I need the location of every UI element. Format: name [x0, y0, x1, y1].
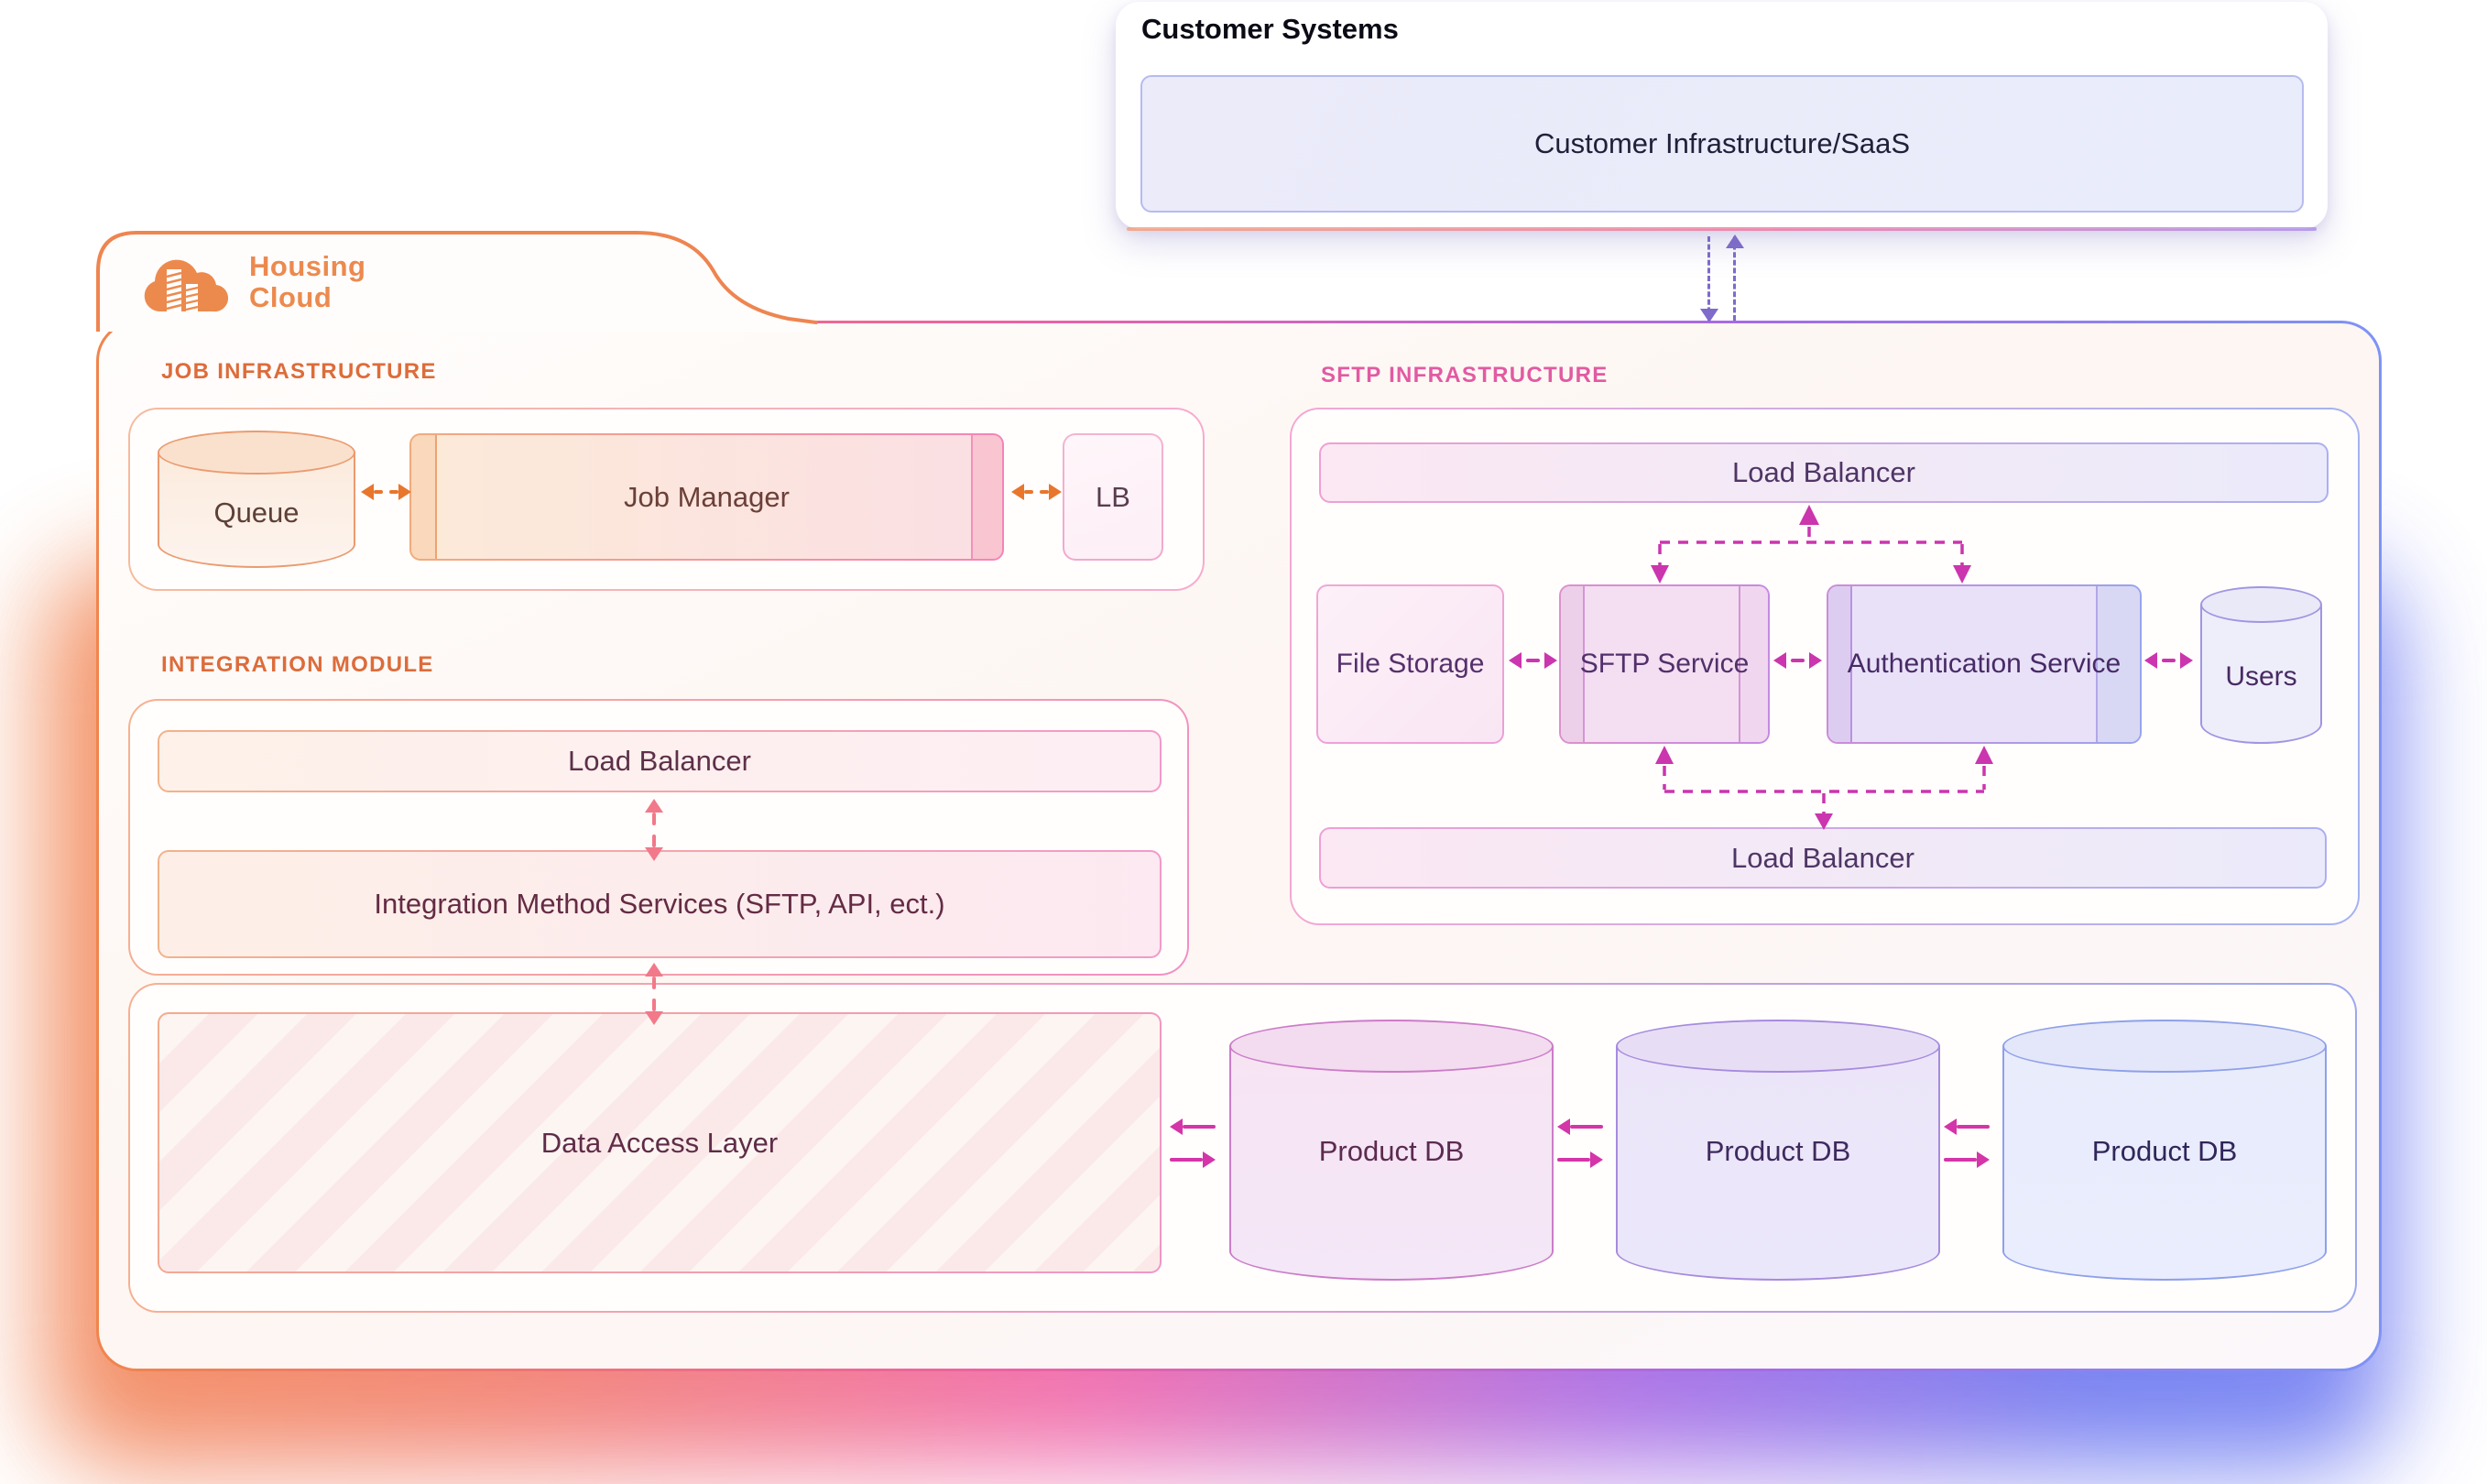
auth-service-left-band: [1828, 586, 1852, 742]
job-manager-box: Job Manager: [409, 433, 1004, 561]
sftp-lb-top-label: Load Balancer: [1732, 456, 1915, 488]
vertical-bidirectional-arrow-icon: [645, 799, 663, 861]
queue-label: Queue: [213, 496, 300, 529]
job-manager-label: Job Manager: [624, 480, 790, 513]
logo-tab: [96, 231, 818, 332]
sftp-service-box: SFTP Service: [1559, 584, 1770, 744]
customer-systems-title: Customer Systems: [1141, 13, 1399, 45]
data-access-layer-label: Data Access Layer: [540, 1126, 779, 1159]
customer-cloud-link: [1697, 235, 1749, 322]
auth-service-label: Authentication Service: [1847, 649, 2122, 680]
logo-line1: Housing: [249, 250, 366, 282]
product-db-label: Product DB: [1318, 1135, 1465, 1167]
left-right-arrow-pair-icon: [1557, 1118, 1603, 1168]
data-access-layer-box: Data Access Layer: [158, 1012, 1162, 1273]
sftp-service-right-band: [1739, 586, 1768, 742]
job-infrastructure-label: JOB INFRASTRUCTURE: [161, 359, 437, 384]
product-db-cylinder: Product DB: [2002, 1020, 2327, 1281]
dashed-arrow-down-icon: [1699, 236, 1719, 322]
integration-module-label: INTEGRATION MODULE: [161, 652, 434, 677]
housing-cloud-logo: Housing Cloud: [139, 249, 366, 315]
vertical-bidirectional-arrow-icon: [645, 963, 663, 1025]
housing-cloud-icon: [144, 259, 229, 312]
users-cylinder: Users: [2200, 586, 2322, 744]
dashed-bidirectional-arrow-icon: [2144, 652, 2193, 669]
authentication-service-box: Authentication Service: [1827, 584, 2142, 744]
file-storage-box: File Storage: [1316, 584, 1504, 744]
left-right-arrow-pair-icon: [1944, 1118, 1990, 1168]
job-manager-right-band: [971, 435, 1002, 559]
sftp-service-label: SFTP Service: [1579, 649, 1750, 680]
product-db-cylinder: Product DB: [1616, 1020, 1940, 1281]
file-storage-label: File Storage: [1336, 649, 1485, 680]
users-label: Users: [2225, 661, 2297, 692]
integration-load-balancer: Load Balancer: [158, 730, 1162, 792]
dashed-arrow-up-icon: [1725, 235, 1745, 321]
product-db-label: Product DB: [2091, 1135, 2238, 1167]
job-lb-box: LB: [1063, 433, 1163, 561]
sftp-service-left-band: [1561, 586, 1585, 742]
integration-method-services-box: Integration Method Services (SFTP, API, …: [158, 850, 1162, 958]
bidirectional-arrow-icon: [361, 484, 411, 500]
dashed-bidirectional-arrow-icon: [1509, 652, 1557, 669]
sftp-infrastructure-label: SFTP INFRASTRUCTURE: [1321, 363, 1609, 387]
left-right-arrow-pair-icon: [1170, 1118, 1216, 1168]
job-lb-label: LB: [1096, 480, 1130, 513]
job-manager-left-band: [411, 435, 437, 559]
logo-line2: Cloud: [249, 281, 333, 313]
auth-service-right-band: [2096, 586, 2140, 742]
integration-lb-label: Load Balancer: [568, 745, 751, 777]
queue-cylinder: Queue: [158, 431, 355, 568]
sftp-load-balancer-top: Load Balancer: [1319, 442, 2329, 503]
customer-infrastructure-box: Customer Infrastructure/SaaS: [1140, 75, 2304, 213]
logo-wordmark: Housing Cloud: [249, 251, 366, 313]
customer-systems-card: Customer Systems Customer Infrastructure…: [1116, 2, 2328, 231]
product-db-label: Product DB: [1705, 1135, 1851, 1167]
dashed-bidirectional-arrow-icon: [1773, 652, 1822, 669]
integration-services-label: Integration Method Services (SFTP, API, …: [374, 888, 945, 920]
sftp-lb-bottom-label: Load Balancer: [1731, 841, 1914, 874]
bidirectional-arrow-icon: [1011, 484, 1062, 500]
sftp-load-balancer-bottom: Load Balancer: [1319, 827, 2327, 889]
product-db-cylinder: Product DB: [1229, 1020, 1554, 1281]
